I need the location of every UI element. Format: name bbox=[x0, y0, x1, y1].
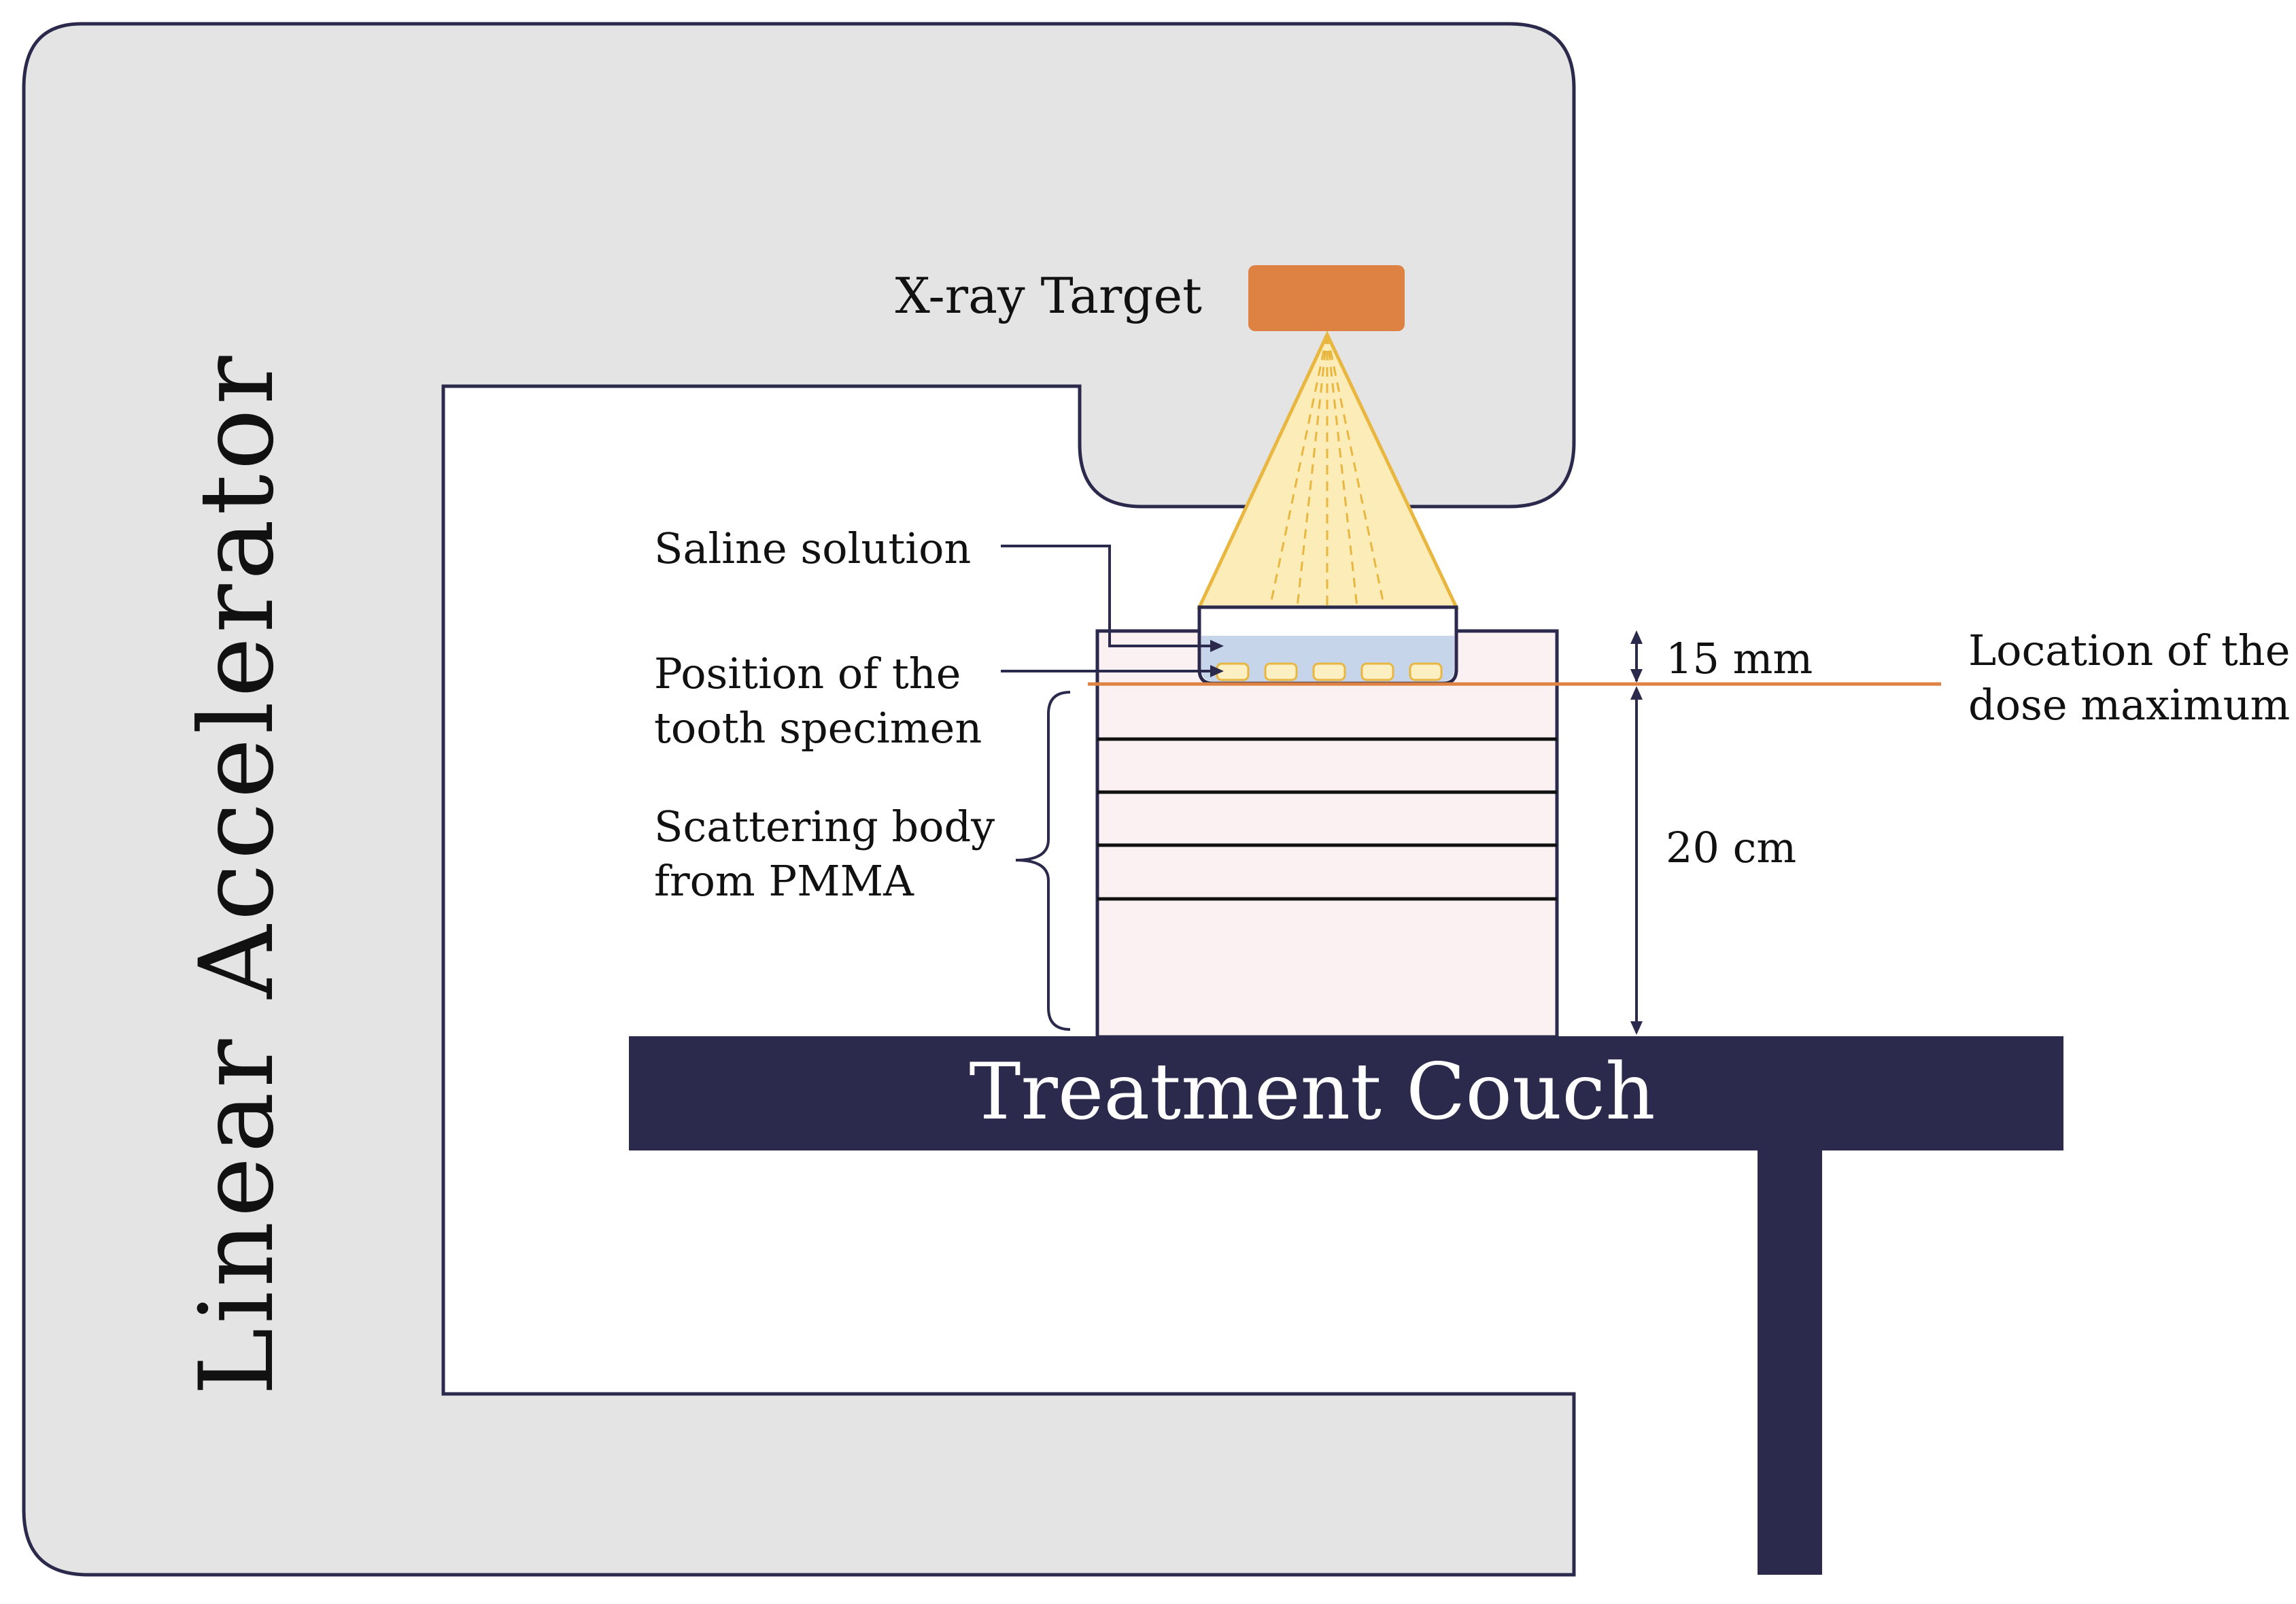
pmma-slab-dividers bbox=[1097, 737, 1557, 901]
xray-target bbox=[1248, 265, 1405, 331]
tooth-label-line1: Position of the bbox=[654, 649, 961, 698]
dimension-15mm bbox=[1630, 630, 1643, 683]
tooth-specimens bbox=[1216, 662, 1443, 681]
dose-max-label-line2: dose maximum bbox=[1968, 680, 2290, 730]
saline-leader bbox=[1001, 545, 1215, 647]
treatment-couch bbox=[629, 1036, 2063, 1150]
leader-lines bbox=[1001, 545, 1215, 672]
saline-arrowhead bbox=[1210, 640, 1224, 652]
couch-support bbox=[1758, 1149, 1822, 1575]
tooth-specimen bbox=[1264, 662, 1298, 681]
dimension-20cm bbox=[1630, 686, 1643, 1035]
tooth-specimen bbox=[1409, 662, 1443, 681]
tooth-specimen bbox=[1312, 662, 1346, 681]
saline-label: Saline solution bbox=[654, 524, 971, 573]
pmma-brace bbox=[1015, 691, 1071, 1031]
scatter-label-line1: Scattering body bbox=[654, 802, 995, 851]
dimension-20cm-label: 20 cm bbox=[1666, 823, 1796, 872]
couch-label: Treatment Couch bbox=[969, 1046, 1655, 1137]
xray-target-label: X-ray Target bbox=[895, 267, 1202, 324]
tooth-arrowhead bbox=[1210, 665, 1224, 677]
scatter-label-line2: from PMMA bbox=[654, 856, 914, 906]
tooth-specimen bbox=[1360, 662, 1394, 681]
tooth-label-line2: tooth specimen bbox=[654, 703, 982, 753]
linac-label: Linear Accelerator bbox=[178, 352, 296, 1395]
linac-gantry bbox=[22, 22, 1576, 1577]
dimension-15mm-label: 15 mm bbox=[1666, 634, 1813, 683]
pmma-scattering-body bbox=[1095, 629, 1559, 1039]
dose-max-label-line1: Location of the bbox=[1968, 626, 2290, 675]
beam-rays bbox=[1269, 334, 1386, 608]
